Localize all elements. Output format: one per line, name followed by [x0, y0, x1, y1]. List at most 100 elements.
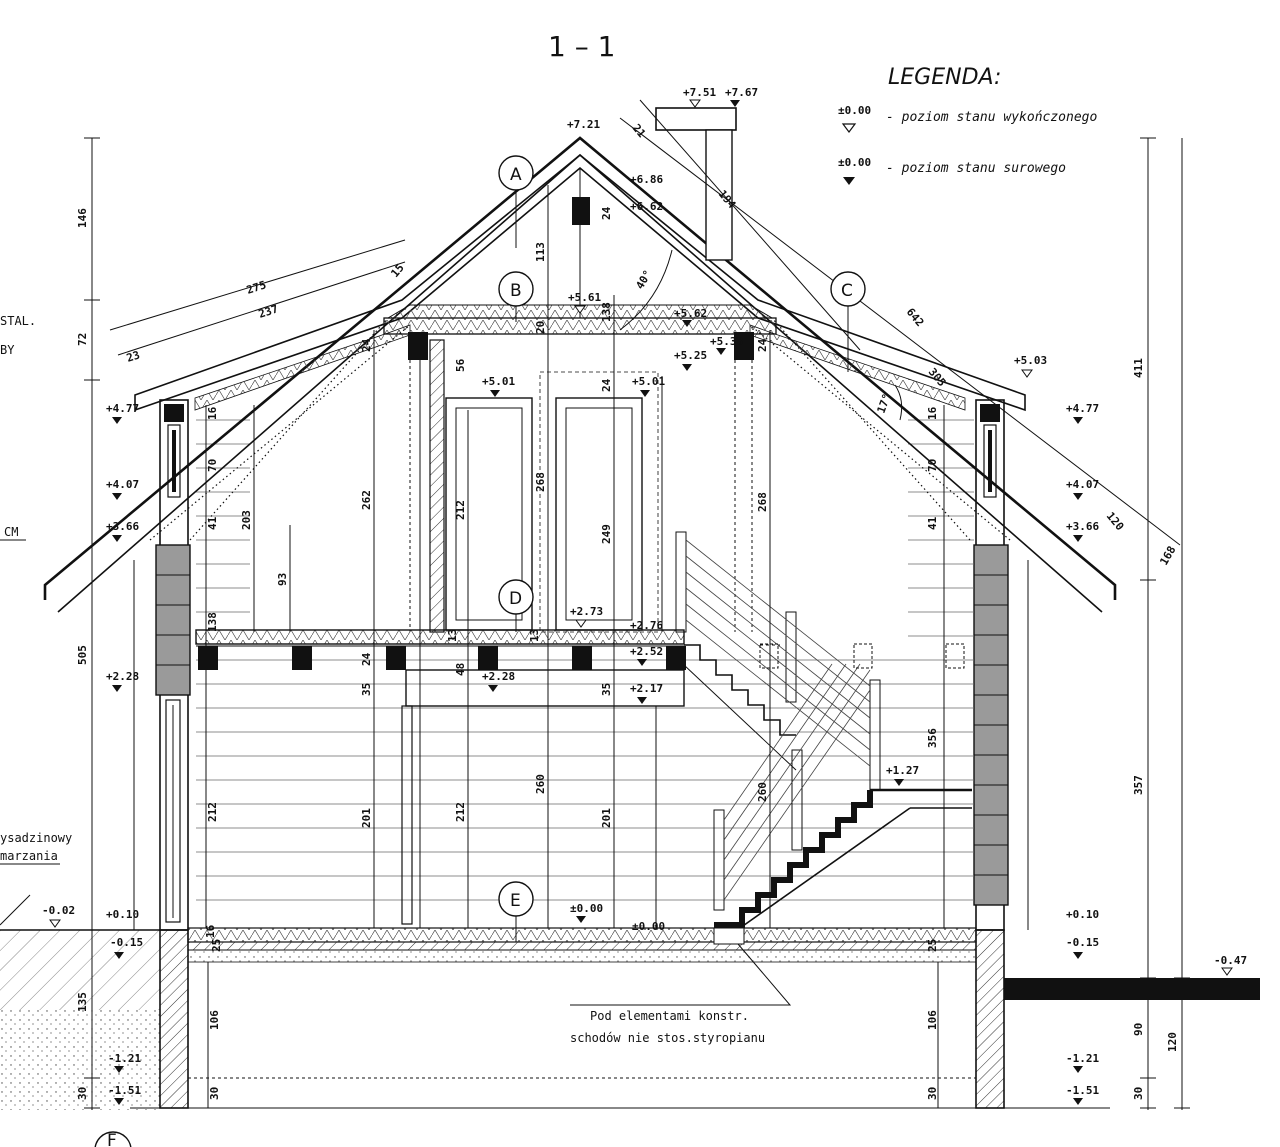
dim-16-left: 16	[206, 406, 219, 420]
level-366l: +3.66	[106, 520, 139, 533]
dim-41-left: 41	[206, 516, 219, 530]
dim-260-b: 260	[756, 782, 769, 802]
attic-interior	[409, 339, 753, 633]
level-000a: ±0.00	[570, 902, 603, 915]
dim-72: 72	[76, 333, 89, 346]
dim-13-a: 13	[446, 629, 459, 642]
level-477l: +4.77	[106, 402, 139, 415]
level-501a: +5.01	[482, 375, 515, 388]
level-477r: +4.77	[1066, 402, 1099, 415]
legend-finished-value: ±0.00	[838, 104, 871, 117]
level-538: +5.38	[710, 335, 743, 348]
dim-30-b: 30	[208, 1087, 221, 1100]
level-markers: +7.51 +7.67 +7.21 +6.86 +6.62 +5.61 +5.6…	[42, 86, 1247, 1105]
left-notes: STAL. BY CM ysadzinowy marzania	[0, 314, 72, 865]
level-276: +2.76	[630, 619, 663, 632]
dim-260-a: 260	[534, 774, 547, 794]
dim-212-b: 212	[206, 802, 219, 822]
dim-168: 168	[1157, 544, 1178, 568]
level-525: +5.25	[674, 349, 707, 362]
dim-90: 90	[1132, 1023, 1145, 1036]
level-501b: +5.01	[632, 375, 665, 388]
level-366r: +3.66	[1066, 520, 1099, 533]
level-m015l: -0.15	[110, 936, 143, 949]
level-m002: -0.02	[42, 904, 75, 917]
level-562: +5.62	[674, 307, 707, 320]
staircase	[675, 531, 972, 929]
level-chimney-a: +7.51	[683, 86, 716, 99]
axis-e-label: E	[510, 891, 521, 911]
dim-138-a: 138	[600, 302, 613, 322]
dim-146: 146	[76, 208, 89, 228]
level-228m: +2.28	[482, 670, 515, 683]
floor-slab	[195, 629, 686, 928]
legend: LEGENDA: ±0.00 - poziom stanu wykończone…	[838, 65, 1097, 185]
roof	[43, 99, 1117, 613]
level-010r: +0.10	[1066, 908, 1099, 921]
level-ridge: +7.21	[567, 118, 600, 131]
dim-93: 93	[276, 573, 289, 586]
level-217: +2.17	[630, 682, 663, 695]
legend-title: LEGENDA:	[888, 65, 1001, 90]
dim-106-right: 106	[926, 1010, 939, 1030]
left-note-cm: CM	[4, 525, 18, 539]
dim-70-right: 70	[926, 459, 939, 472]
angle-40: 40°	[633, 268, 654, 292]
dim-212-a: 212	[454, 500, 467, 520]
left-note-stal: STAL.	[0, 314, 36, 328]
axis-d-label: D	[509, 589, 522, 609]
dim-106-left: 106	[208, 1010, 221, 1030]
legend-raw-value: ±0.00	[838, 156, 871, 169]
dim-411: 411	[1132, 358, 1145, 378]
dim-24-b: 24	[360, 338, 373, 352]
dim-15: 15	[388, 261, 406, 280]
dim-16-right: 16	[926, 406, 939, 420]
level-m151l: -1.51	[108, 1084, 141, 1097]
dim-24-d: 24	[360, 652, 373, 666]
dim-35-a: 35	[360, 683, 373, 696]
legend-open-triangle-icon	[841, 123, 857, 133]
level-252: +2.52	[630, 645, 663, 658]
dim-24-c: 24	[600, 378, 613, 392]
dim-13-b: 13	[528, 629, 541, 642]
level-407r: +4.07	[1066, 478, 1099, 491]
dim-275: 275	[245, 278, 268, 297]
dim-41-right: 41	[926, 516, 939, 530]
level-m015r: -0.15	[1066, 936, 1099, 949]
dim-16-b: 16	[204, 924, 217, 938]
level-010l: +0.10	[106, 908, 139, 921]
dim-201-a: 201	[360, 808, 373, 828]
level-m121l: -1.21	[108, 1052, 141, 1065]
axis-c-label: C	[841, 281, 853, 301]
dim-48: 48	[454, 663, 467, 676]
foundation	[130, 927, 1110, 1109]
note-line-2: schodów nie stos.styropianu	[570, 1031, 765, 1045]
axis-f-label: F	[107, 1131, 117, 1147]
dim-135: 135	[76, 992, 89, 1012]
dim-70-left: 70	[206, 459, 219, 472]
dim-203: 203	[240, 510, 253, 530]
section-title: 1 – 1	[548, 30, 615, 63]
dim-212-c: 212	[454, 802, 467, 822]
level-273: +2.73	[570, 605, 603, 618]
level-662: +6.62	[630, 200, 663, 213]
dim-35-b: 35	[600, 683, 613, 696]
level-228l: +2.28	[106, 670, 139, 683]
dim-23: 23	[125, 348, 142, 364]
level-m151r: -1.51	[1066, 1084, 1099, 1097]
dim-24-e: 24	[756, 338, 769, 352]
dim-237: 237	[257, 302, 280, 321]
dim-56: 56	[454, 358, 467, 372]
legend-filled-triangle-icon	[843, 177, 855, 185]
dim-262: 262	[360, 490, 373, 510]
note-line-1: Pod elementami konstr.	[590, 1009, 749, 1023]
level-127: +1.27	[886, 764, 919, 777]
level-561: +5.61	[568, 291, 601, 304]
left-note-marzania: marzania	[0, 849, 58, 863]
dim-24-top: 24	[600, 206, 613, 220]
dim-30-c: 30	[926, 1087, 939, 1100]
stair-note: Pod elementami konstr. schodów nie stos.…	[570, 943, 792, 1045]
dim-25-b: 25	[926, 939, 939, 952]
level-407l: +4.07	[106, 478, 139, 491]
